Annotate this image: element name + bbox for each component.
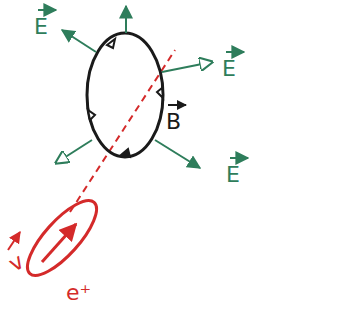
vector-arrow — [226, 51, 244, 53]
vector-arrow — [230, 157, 248, 159]
loop-arrowhead — [88, 110, 95, 120]
vector-arrow — [168, 104, 186, 106]
field-label: E — [222, 58, 236, 80]
b-field-loop — [87, 33, 163, 157]
positron-outline — [17, 191, 107, 285]
loop-arrowhead — [157, 88, 163, 98]
field-label: B — [166, 111, 181, 133]
motion-line — [70, 50, 175, 212]
field-label: E — [226, 164, 240, 186]
e-field-arrow — [125, 6, 127, 33]
loop-arrowhead — [107, 39, 115, 48]
velocity-arrow — [42, 224, 76, 262]
particle-label: e⁺ — [66, 282, 91, 304]
e-field-arrow — [56, 140, 92, 163]
e-field-arrow — [62, 30, 96, 52]
e-field-arrow — [162, 62, 212, 72]
velocity-label: v — [5, 250, 27, 276]
loop-arrowhead — [121, 149, 130, 157]
e-field-arrow — [155, 140, 200, 168]
vector-arrow — [38, 9, 56, 11]
field-label: E — [34, 16, 48, 38]
vector-arrow — [8, 232, 20, 250]
